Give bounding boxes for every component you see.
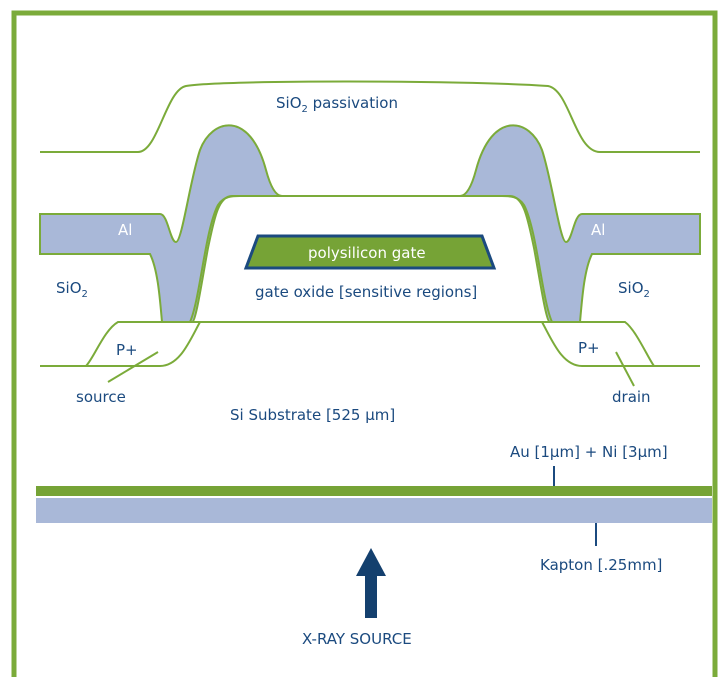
xray-arrow-icon [356, 548, 386, 618]
al-layer-right [459, 124, 701, 323]
polysilicon-gate [243, 234, 497, 270]
au-ni-label: Au [1μm] + Ni [3μm] [510, 443, 668, 461]
substrate-diffusion-outline [40, 321, 700, 367]
substrate-label: Si Substrate [525 μm] [230, 406, 395, 424]
source-leader-line [107, 351, 159, 383]
sio2-right-label: SiO2 [618, 279, 650, 300]
xray-source-label: X-RAY SOURCE [302, 630, 412, 648]
gate-oxide-label: gate oxide [sensitive regions] [255, 283, 477, 301]
drain-leader-line [615, 351, 635, 387]
sio2-left-label: SiO2 [56, 279, 88, 300]
au-ni-layer [36, 486, 712, 496]
drain-label: drain [612, 388, 651, 406]
al-right-label: Al [591, 221, 605, 239]
p-plus-left-label: P+ [116, 341, 138, 359]
source-label: source [76, 388, 126, 406]
al-left-label: Al [118, 221, 132, 239]
kapton-label: Kapton [.25mm] [540, 556, 662, 574]
p-plus-left-region [86, 321, 201, 367]
kapton-layer [36, 498, 712, 523]
frame-border [11, 10, 718, 677]
gate-oxide-outline [189, 195, 553, 323]
p-plus-right-region [541, 321, 654, 367]
polysilicon-gate-label: polysilicon gate [308, 244, 426, 262]
passivation-label: SiO2 passivation [276, 94, 398, 115]
p-plus-right-label: P+ [578, 339, 600, 357]
passivation-layer-line [40, 80, 700, 153]
